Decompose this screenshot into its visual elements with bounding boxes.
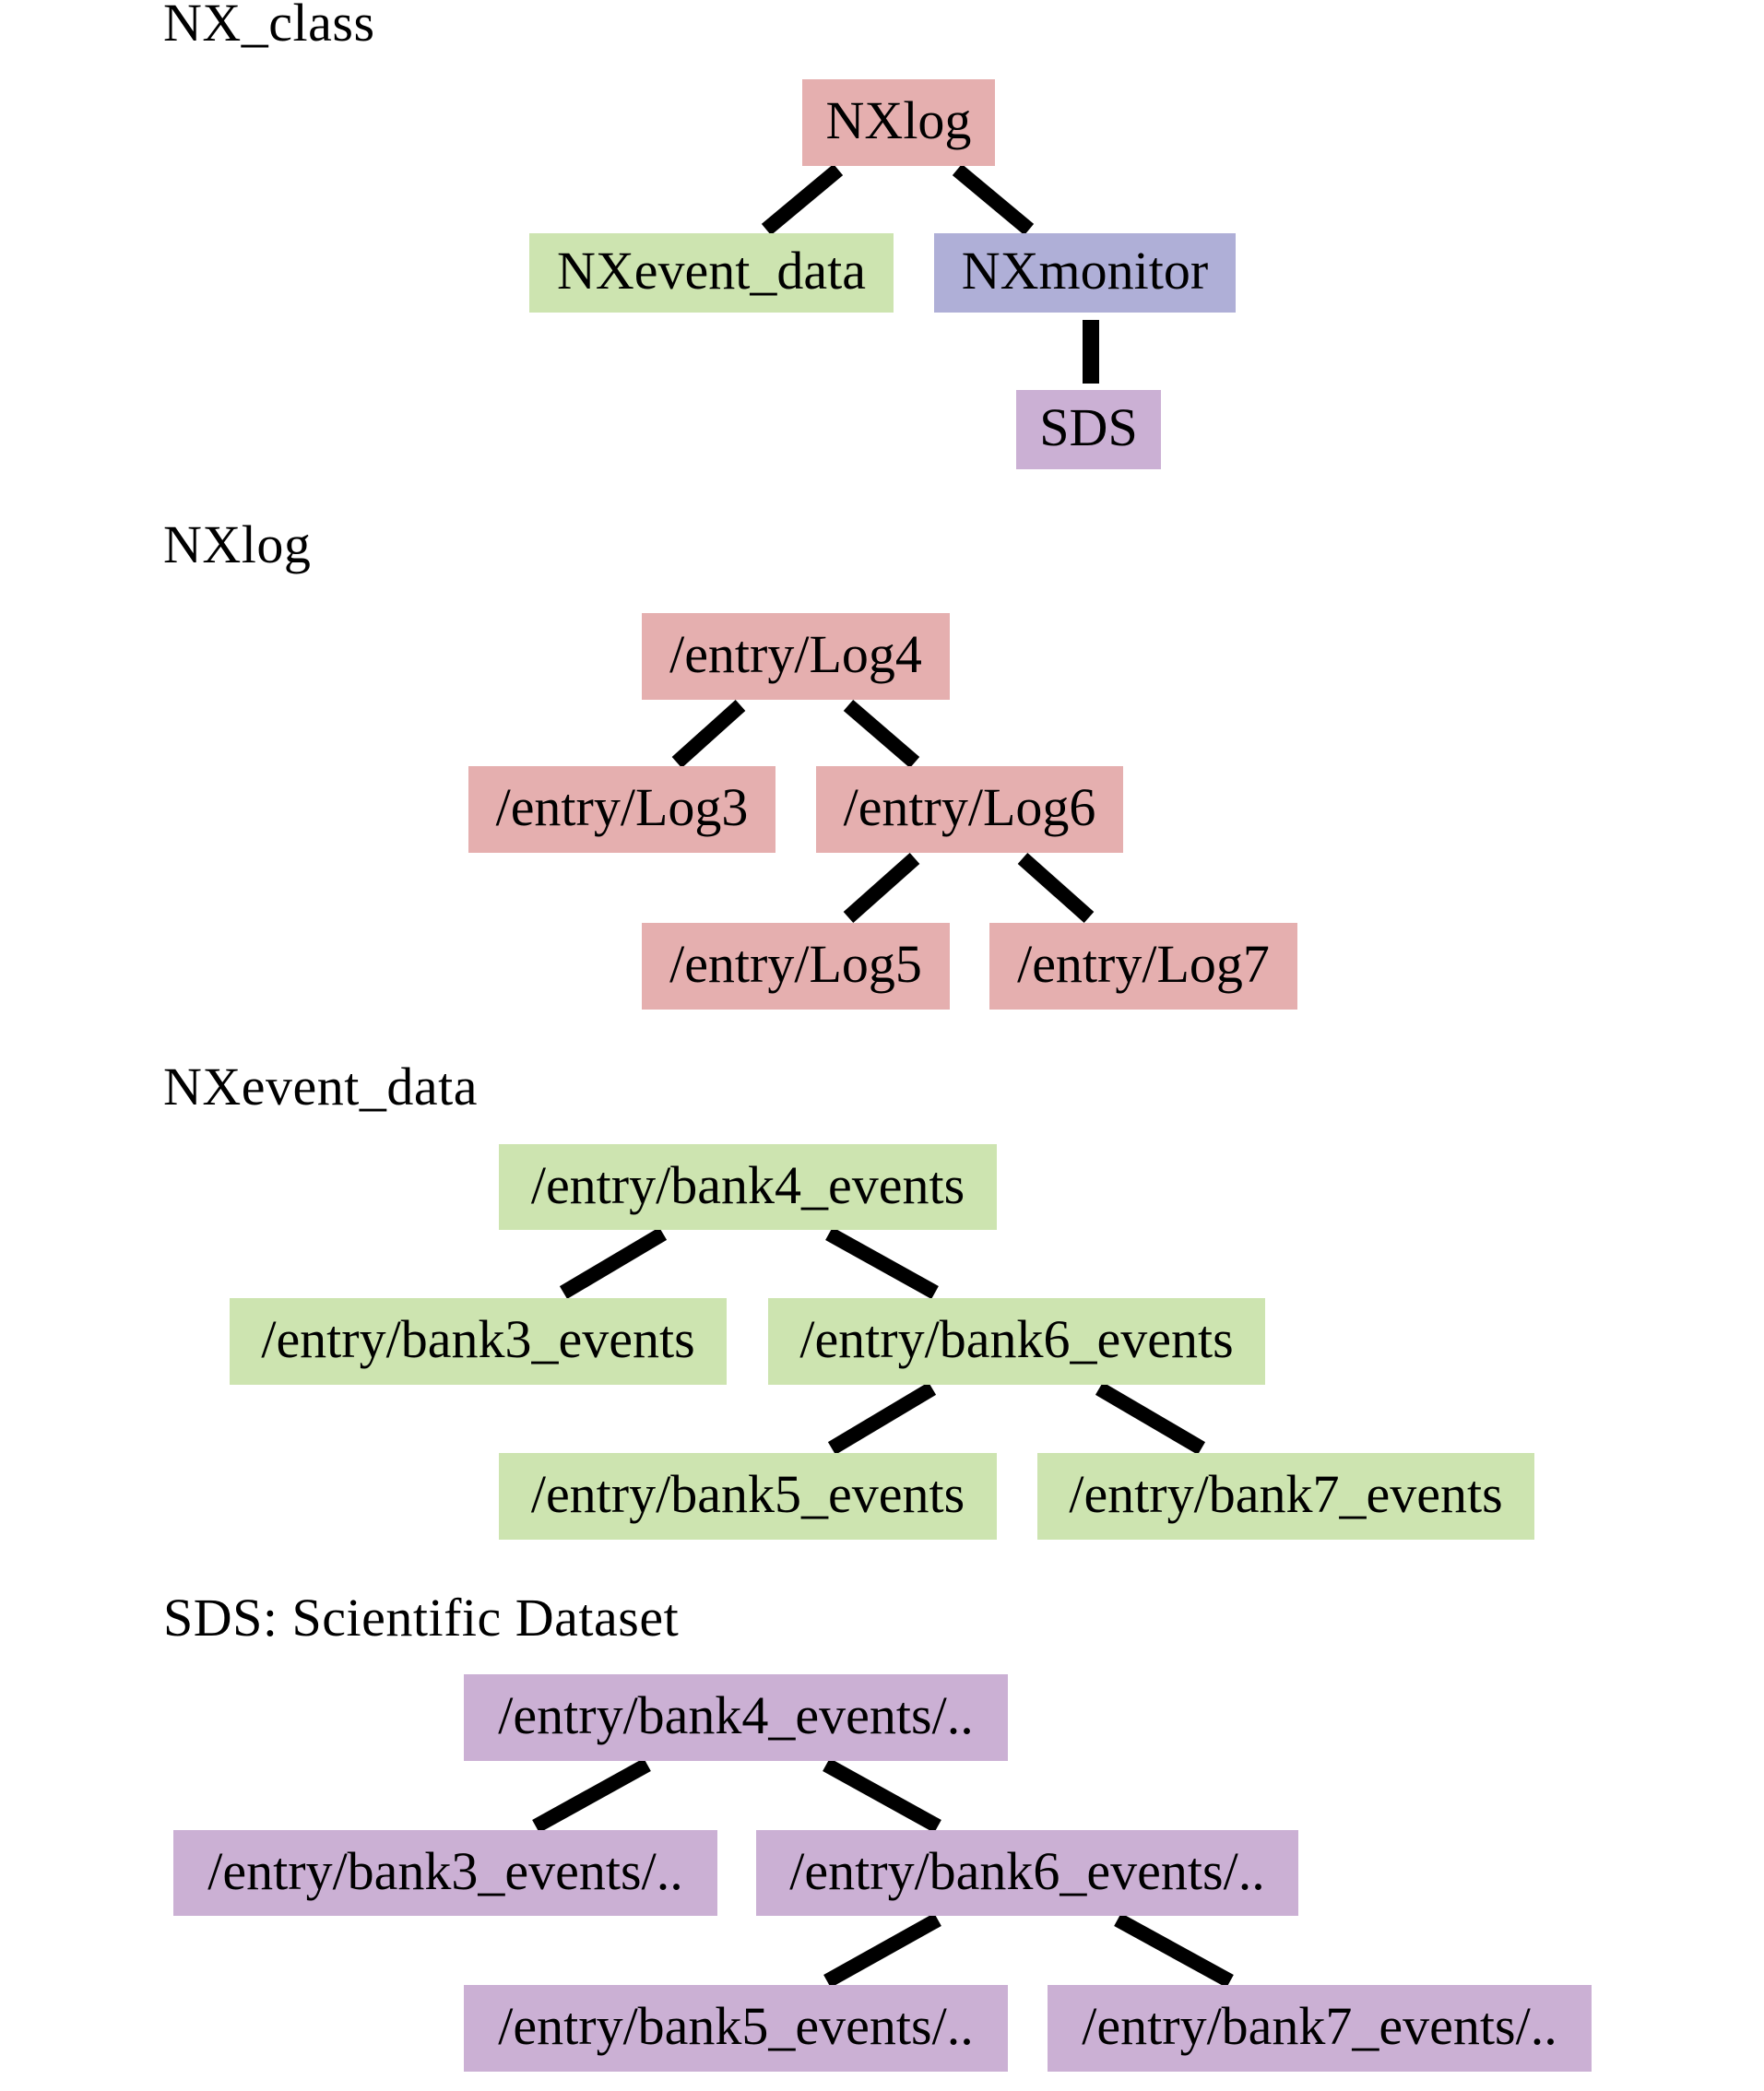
node-bank3-events[interactable]: /entry/bank3_events	[230, 1298, 727, 1385]
node-label: /entry/bank5_events/..	[498, 1996, 974, 2056]
edge-nxlog-nxevent_data	[761, 163, 844, 236]
node-label: /entry/Log6	[843, 777, 1096, 837]
node-log4[interactable]: /entry/Log4	[642, 613, 950, 700]
edge-log6-log5	[843, 853, 920, 923]
section-title-nxevent-data: NXevent_data	[163, 1057, 478, 1116]
edge-bank6-bank5	[827, 1382, 937, 1455]
node-label: /entry/Log4	[669, 624, 922, 684]
node-sds[interactable]: SDS	[1016, 390, 1161, 469]
node-label: /entry/bank3_events	[261, 1309, 695, 1369]
edge-log6-log7	[1017, 853, 1095, 923]
edge-sds-bank4-bank6	[823, 1758, 941, 1833]
node-log3[interactable]: /entry/Log3	[468, 766, 775, 853]
section-title-nx-class: NX_class	[163, 0, 375, 53]
node-sds-bank4-events[interactable]: /entry/bank4_events/..	[464, 1674, 1008, 1761]
node-nxmonitor[interactable]: NXmonitor	[934, 233, 1236, 313]
section-title-sds: SDS: Scientific Dataset	[163, 1588, 680, 1648]
node-sds-bank6-events[interactable]: /entry/bank6_events/..	[756, 1830, 1298, 1916]
section-title-nxlog: NXlog	[163, 514, 312, 574]
edge-bank6-bank7	[1095, 1382, 1206, 1455]
node-label: /entry/bank6_events	[799, 1309, 1234, 1369]
edge-sds-bank4-bank3	[532, 1758, 651, 1833]
edge-sds-bank6-bank7	[1114, 1912, 1234, 1989]
node-log5[interactable]: /entry/Log5	[642, 923, 950, 1010]
node-bank4-events[interactable]: /entry/bank4_events	[499, 1144, 997, 1230]
edge-sds-bank6-bank5	[823, 1913, 941, 1988]
node-nxevent-data[interactable]: NXevent_data	[529, 233, 894, 313]
node-label: SDS	[1039, 397, 1138, 457]
node-label: NXevent_data	[557, 241, 866, 301]
node-log6[interactable]: /entry/Log6	[816, 766, 1123, 853]
node-label: /entry/bank7_events/..	[1082, 1996, 1557, 2056]
node-log7[interactable]: /entry/Log7	[989, 923, 1297, 1010]
edge-bank4-bank6	[825, 1227, 939, 1299]
node-label: /entry/bank6_events/..	[789, 1840, 1265, 1901]
node-sds-bank3-events[interactable]: /entry/bank3_events/..	[173, 1830, 717, 1916]
node-bank6-events[interactable]: /entry/bank6_events	[768, 1298, 1265, 1385]
node-label: /entry/bank5_events	[530, 1464, 965, 1524]
node-label: /entry/Log7	[1017, 934, 1270, 994]
node-label: /entry/Log5	[669, 934, 922, 994]
edge-log4-log6	[843, 699, 920, 769]
node-label: /entry/bank3_events/..	[207, 1840, 683, 1901]
node-nxlog[interactable]: NXlog	[802, 79, 995, 166]
node-bank5-events[interactable]: /entry/bank5_events	[499, 1453, 997, 1540]
node-label: NXmonitor	[961, 241, 1209, 301]
edge-bank4-bank3	[559, 1227, 668, 1299]
node-bank7-events[interactable]: /entry/bank7_events	[1037, 1453, 1534, 1540]
node-label: /entry/Log3	[495, 777, 749, 837]
node-sds-bank7-events[interactable]: /entry/bank7_events/..	[1048, 1985, 1592, 2072]
edge-nxlog-nxmonitor	[952, 163, 1035, 236]
edge-log4-log3	[671, 700, 746, 768]
node-label: /entry/bank4_events/..	[498, 1685, 974, 1745]
node-label: /entry/bank4_events	[530, 1154, 965, 1215]
node-label: NXlog	[825, 90, 972, 150]
node-label: /entry/bank7_events	[1069, 1464, 1503, 1524]
node-sds-bank5-events[interactable]: /entry/bank5_events/..	[464, 1985, 1008, 2072]
